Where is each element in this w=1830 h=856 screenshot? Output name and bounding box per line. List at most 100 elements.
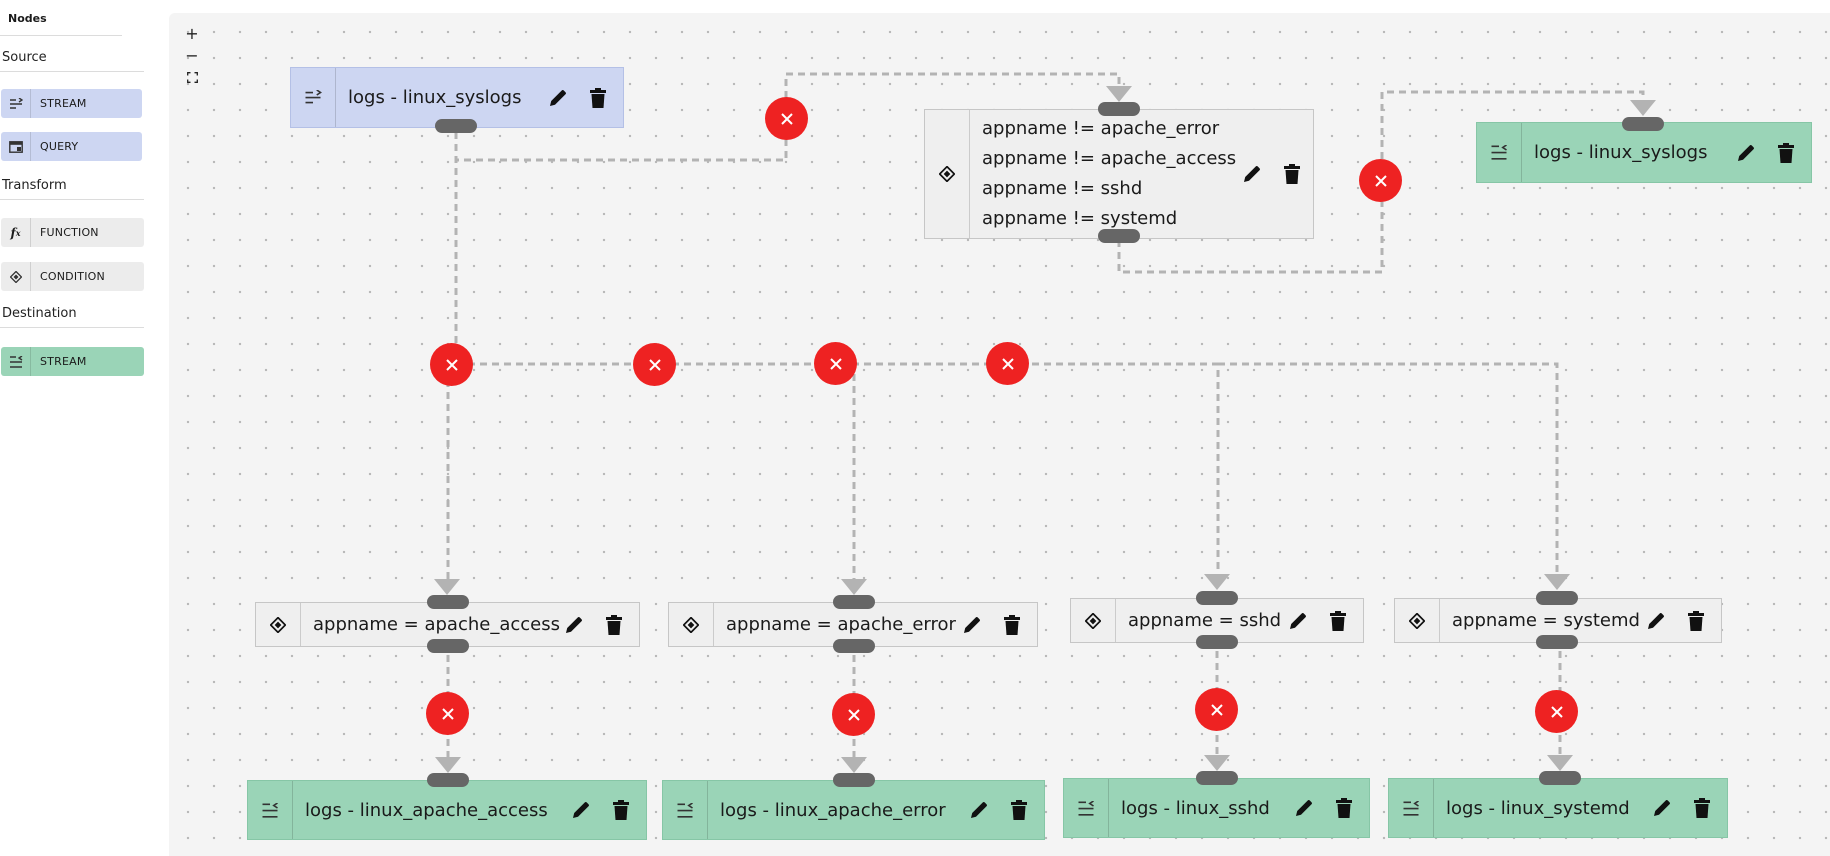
edit-node-button[interactable]: [1651, 797, 1673, 819]
condition-rule: appname != apache_access: [982, 148, 1237, 169]
delete-node-button[interactable]: [1333, 797, 1355, 819]
output-handle[interactable]: [427, 639, 469, 653]
delete-edge-button[interactable]: [1359, 159, 1402, 202]
divider: [0, 327, 144, 328]
zoom-out-button[interactable]: −: [185, 45, 199, 65]
condition-node-apache-error[interactable]: appname = apache_error: [668, 602, 1038, 647]
palette-item-destination-stream[interactable]: STREAM: [1, 347, 144, 376]
edit-node-button[interactable]: [547, 87, 569, 109]
edit-node-button[interactable]: [1645, 610, 1667, 632]
close-icon: [648, 358, 661, 371]
edit-node-button[interactable]: [1241, 163, 1263, 185]
output-handle[interactable]: [1196, 635, 1238, 649]
destination-node-systemd[interactable]: logs - linux_systemd: [1388, 778, 1728, 838]
palette-item-source-stream[interactable]: STREAM: [1, 89, 142, 118]
node-label: appname = apache_error: [726, 614, 956, 635]
delete-node-button[interactable]: [587, 87, 609, 109]
output-handle[interactable]: [435, 119, 477, 133]
delete-edge-button[interactable]: [765, 97, 808, 140]
close-icon: [829, 357, 842, 370]
delete-edge-button[interactable]: [986, 342, 1029, 385]
input-handle[interactable]: [1098, 102, 1140, 116]
destination-node-linux-syslogs[interactable]: logs - linux_syslogs: [1476, 122, 1812, 183]
stream-input-icon: [291, 68, 336, 127]
output-handle[interactable]: [833, 639, 875, 653]
delete-node-button[interactable]: [1001, 614, 1023, 636]
zoom-in-button[interactable]: +: [185, 23, 199, 43]
output-handle[interactable]: [1098, 229, 1140, 243]
edge-arrow: [841, 757, 867, 773]
delete-node-button[interactable]: [1327, 610, 1349, 632]
delete-node-button[interactable]: [1685, 610, 1707, 632]
input-handle[interactable]: [1196, 591, 1238, 605]
delete-node-button[interactable]: [1691, 797, 1713, 819]
close-icon: [1001, 357, 1014, 370]
delete-edge-button[interactable]: [832, 693, 875, 736]
node-label: logs - linux_systemd: [1446, 797, 1630, 819]
node-label: logs - linux_syslogs: [348, 87, 522, 108]
input-handle[interactable]: [1539, 771, 1581, 785]
pencil-icon: [971, 802, 987, 818]
trash-icon: [1336, 798, 1352, 818]
close-icon: [445, 358, 458, 371]
palette-item-label: CONDITION: [40, 270, 105, 283]
condition-rule: appname != sshd: [982, 178, 1143, 199]
edit-node-button[interactable]: [563, 614, 585, 636]
input-handle[interactable]: [427, 773, 469, 787]
input-handle[interactable]: [833, 773, 875, 787]
palette-item-label: STREAM: [40, 355, 87, 368]
input-handle[interactable]: [1622, 117, 1664, 131]
delete-node-button[interactable]: [1281, 163, 1303, 185]
fit-view-icon: [186, 68, 198, 87]
condition-node-filter[interactable]: appname != apache_error appname != apach…: [924, 109, 1314, 239]
delete-node-button[interactable]: [1008, 799, 1030, 821]
delete-edge-button[interactable]: [426, 692, 469, 735]
delete-node-button[interactable]: [1775, 142, 1797, 164]
source-node-linux-syslogs[interactable]: logs - linux_syslogs: [290, 67, 624, 128]
divider: [0, 71, 144, 72]
edit-node-button[interactable]: [1293, 797, 1315, 819]
stream-output-icon: [663, 781, 708, 839]
delete-edge-button[interactable]: [430, 343, 473, 386]
node-label: logs - linux_syslogs: [1534, 142, 1708, 163]
edit-node-button[interactable]: [1287, 610, 1309, 632]
stream-output-icon: [1, 347, 31, 376]
edit-node-button[interactable]: [961, 614, 983, 636]
node-label: logs - linux_apache_access: [305, 799, 548, 821]
delete-node-button[interactable]: [603, 614, 625, 636]
trash-icon: [1330, 610, 1346, 631]
edit-node-button[interactable]: [1735, 142, 1757, 164]
delete-edge-button[interactable]: [814, 342, 857, 385]
input-handle[interactable]: [833, 595, 875, 609]
condition-diamond-icon: [1071, 599, 1116, 642]
condition-rule: appname != systemd: [982, 208, 1178, 229]
destination-node-sshd[interactable]: logs - linux_sshd: [1063, 778, 1370, 838]
edit-node-button[interactable]: [570, 799, 592, 821]
edge-arrow: [1204, 755, 1230, 771]
palette-item-query[interactable]: QUERY: [1, 132, 142, 161]
delete-edge-button[interactable]: [633, 343, 676, 386]
delete-edge-button[interactable]: [1195, 688, 1238, 731]
pencil-icon: [1296, 800, 1312, 816]
stream-output-icon: [1477, 123, 1522, 182]
palette-item-condition[interactable]: CONDITION: [1, 262, 144, 291]
delete-edge-button[interactable]: [1535, 690, 1578, 733]
trash-icon: [1004, 614, 1020, 635]
condition-diamond-icon: [256, 603, 301, 646]
destination-node-apache-access[interactable]: logs - linux_apache_access: [247, 780, 647, 840]
edit-node-button[interactable]: [968, 799, 990, 821]
section-source: Source: [2, 50, 47, 65]
edge-arrow: [1547, 755, 1573, 771]
node-label: appname = apache_access: [313, 614, 560, 635]
divider: [0, 35, 122, 36]
close-icon: [1550, 705, 1563, 718]
output-handle[interactable]: [1536, 635, 1578, 649]
delete-node-button[interactable]: [610, 799, 632, 821]
input-handle[interactable]: [1196, 771, 1238, 785]
fit-view-button[interactable]: [178, 66, 206, 88]
divider: [0, 199, 144, 200]
input-handle[interactable]: [1536, 591, 1578, 605]
input-handle[interactable]: [427, 595, 469, 609]
destination-node-apache-error[interactable]: logs - linux_apache_error: [662, 780, 1045, 840]
